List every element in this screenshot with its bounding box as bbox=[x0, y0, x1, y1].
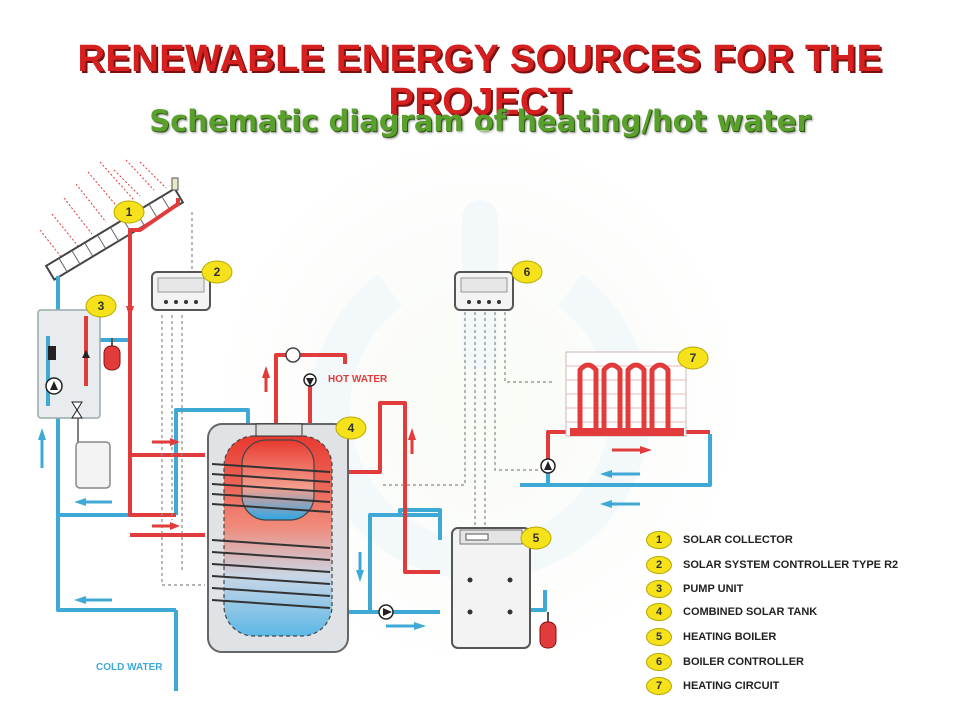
legend-item: 7 HEATING CIRCUIT bbox=[646, 676, 779, 696]
legend-label: BOILER CONTROLLER bbox=[683, 656, 804, 668]
legend-label: SOLAR COLLECTOR bbox=[683, 534, 793, 546]
svg-text:2: 2 bbox=[214, 265, 221, 279]
legend-item: 3 PUMP UNIT bbox=[646, 579, 743, 599]
svg-text:1: 1 bbox=[126, 205, 133, 219]
legend-label: COMBINED SOLAR TANK bbox=[683, 606, 818, 618]
legend-number-badge: 5 bbox=[646, 628, 672, 646]
callout-2: 2 bbox=[201, 260, 233, 284]
legend-item: 4 COMBINED SOLAR TANK bbox=[646, 602, 817, 622]
svg-text:7: 7 bbox=[690, 351, 697, 365]
svg-text:6: 6 bbox=[524, 265, 531, 279]
legend-item: 1 SOLAR COLLECTOR bbox=[646, 530, 793, 550]
legend-label: HEATING CIRCUIT bbox=[683, 680, 780, 692]
callout-badges: 1 2 3 4 5 6 7 bbox=[85, 200, 709, 550]
solar-collector bbox=[39, 159, 185, 282]
circulation-pumps bbox=[303, 373, 556, 620]
cold-water-label: COLD WATER bbox=[96, 662, 163, 673]
legend-number-badge: 1 bbox=[646, 531, 672, 549]
boiler-controller bbox=[454, 271, 514, 311]
legend-item: 5 HEATING BOILER bbox=[646, 627, 776, 647]
flow-arrows bbox=[38, 294, 652, 630]
antifreeze-canister bbox=[75, 418, 111, 489]
control-wires bbox=[161, 212, 555, 586]
heating-circuit-radiator bbox=[565, 351, 687, 437]
legend-label: HEATING BOILER bbox=[683, 631, 777, 643]
legend-number-badge: 7 bbox=[646, 677, 672, 695]
legend-label: SOLAR SYSTEM CONTROLLER TYPE R2 bbox=[683, 559, 899, 571]
legend-number-badge: 2 bbox=[646, 556, 672, 574]
legend-item: 6 BOILER CONTROLLER bbox=[646, 652, 804, 672]
callout-3: 3 bbox=[85, 294, 117, 318]
legend-number-badge: 4 bbox=[646, 603, 672, 621]
callout-5: 5 bbox=[520, 526, 552, 550]
combined-solar-tank bbox=[207, 423, 349, 653]
hot-water-label: HOT WATER bbox=[328, 374, 388, 385]
callout-1: 1 bbox=[113, 200, 145, 224]
hot-water-pipes bbox=[128, 198, 710, 574]
svg-text:5: 5 bbox=[533, 531, 540, 545]
legend-number-badge: 3 bbox=[646, 580, 672, 598]
callout-4: 4 bbox=[335, 416, 367, 440]
svg-text:4: 4 bbox=[348, 421, 355, 435]
expansion-vessel-heating bbox=[539, 612, 557, 649]
page-title: RENEWABLE ENERGY SOURCES FOR THE PROJECT bbox=[77, 38, 883, 123]
svg-text:3: 3 bbox=[98, 299, 105, 313]
legend-number-badge: 6 bbox=[646, 653, 672, 671]
legend-label: PUMP UNIT bbox=[683, 583, 744, 595]
callout-7: 7 bbox=[677, 346, 709, 370]
solar-controller bbox=[151, 271, 211, 311]
pressure-gauge bbox=[285, 347, 301, 363]
heating-boiler bbox=[451, 527, 531, 649]
callout-6: 6 bbox=[511, 260, 543, 284]
pump-unit bbox=[37, 309, 101, 419]
legend-item: 2 SOLAR SYSTEM CONTROLLER TYPE R2 bbox=[646, 555, 898, 575]
expansion-vessel-solar bbox=[103, 338, 121, 371]
